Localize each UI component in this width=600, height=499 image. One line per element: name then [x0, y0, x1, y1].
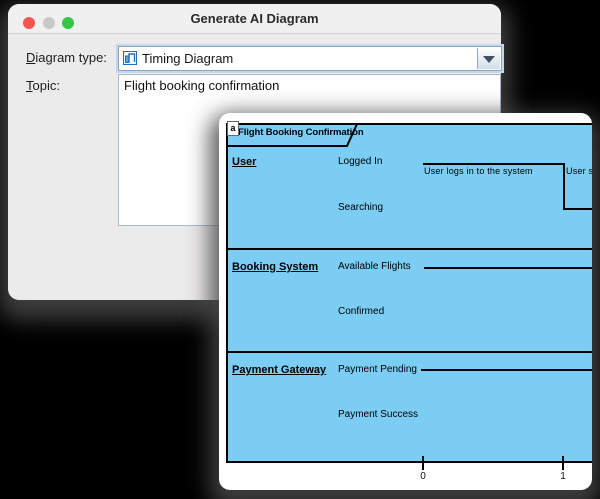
- annotation-badge-icon: a: [227, 121, 239, 136]
- diagram-preview-window: a Flight Booking Confirmation User Logge…: [219, 113, 592, 490]
- timeline-segment: [563, 208, 592, 210]
- diagram-type-label: Diagram type:: [26, 50, 107, 65]
- frame-title: Flight Booking Confirmation: [238, 127, 364, 138]
- window-title: Generate AI Diagram: [190, 11, 319, 26]
- dropdown-arrow-icon: [483, 56, 495, 63]
- axis-tick: [422, 456, 424, 470]
- axis-tick-label: 1: [560, 471, 566, 482]
- timeline-segment: [424, 267, 592, 269]
- lifeline-name-payment-gateway: Payment Gateway: [232, 364, 327, 376]
- timing-diagram-canvas[interactable]: a Flight Booking Confirmation User Logge…: [226, 121, 592, 463]
- timeline-segment: [423, 163, 563, 165]
- state-label: Searching: [338, 202, 384, 213]
- state-label: Payment Pending: [338, 364, 417, 375]
- state-label: Logged In: [338, 156, 383, 167]
- axis-tick-label: 0: [420, 471, 426, 482]
- diagram-type-select[interactable]: Timing Diagram: [118, 46, 502, 71]
- frame-tab-shape: [226, 123, 359, 147]
- dropdown-arrow-button[interactable]: [477, 48, 500, 69]
- lane-separator: [228, 248, 592, 250]
- lane-separator: [228, 351, 592, 353]
- lifeline-name-booking-system: Booking System: [232, 261, 319, 273]
- state-label: Payment Success: [338, 409, 419, 420]
- lifeline-name-user: User: [232, 156, 257, 168]
- minimize-button[interactable]: [43, 17, 55, 29]
- timeline-annotation: User logs in to the system: [424, 166, 533, 176]
- zoom-button[interactable]: [62, 17, 74, 29]
- topic-label: Topic:: [26, 78, 60, 93]
- titlebar: Generate AI Diagram: [8, 4, 501, 34]
- timeline-segment: [421, 369, 592, 371]
- timing-diagram-icon: [123, 51, 137, 65]
- state-label: Confirmed: [338, 306, 385, 317]
- close-button[interactable]: [23, 17, 35, 29]
- state-label: Available Flights: [338, 261, 411, 272]
- timeline-transition: [563, 163, 565, 210]
- timeline-annotation: User sea: [566, 166, 592, 176]
- diagram-type-value: Timing Diagram: [142, 51, 234, 66]
- axis-tick: [562, 456, 564, 470]
